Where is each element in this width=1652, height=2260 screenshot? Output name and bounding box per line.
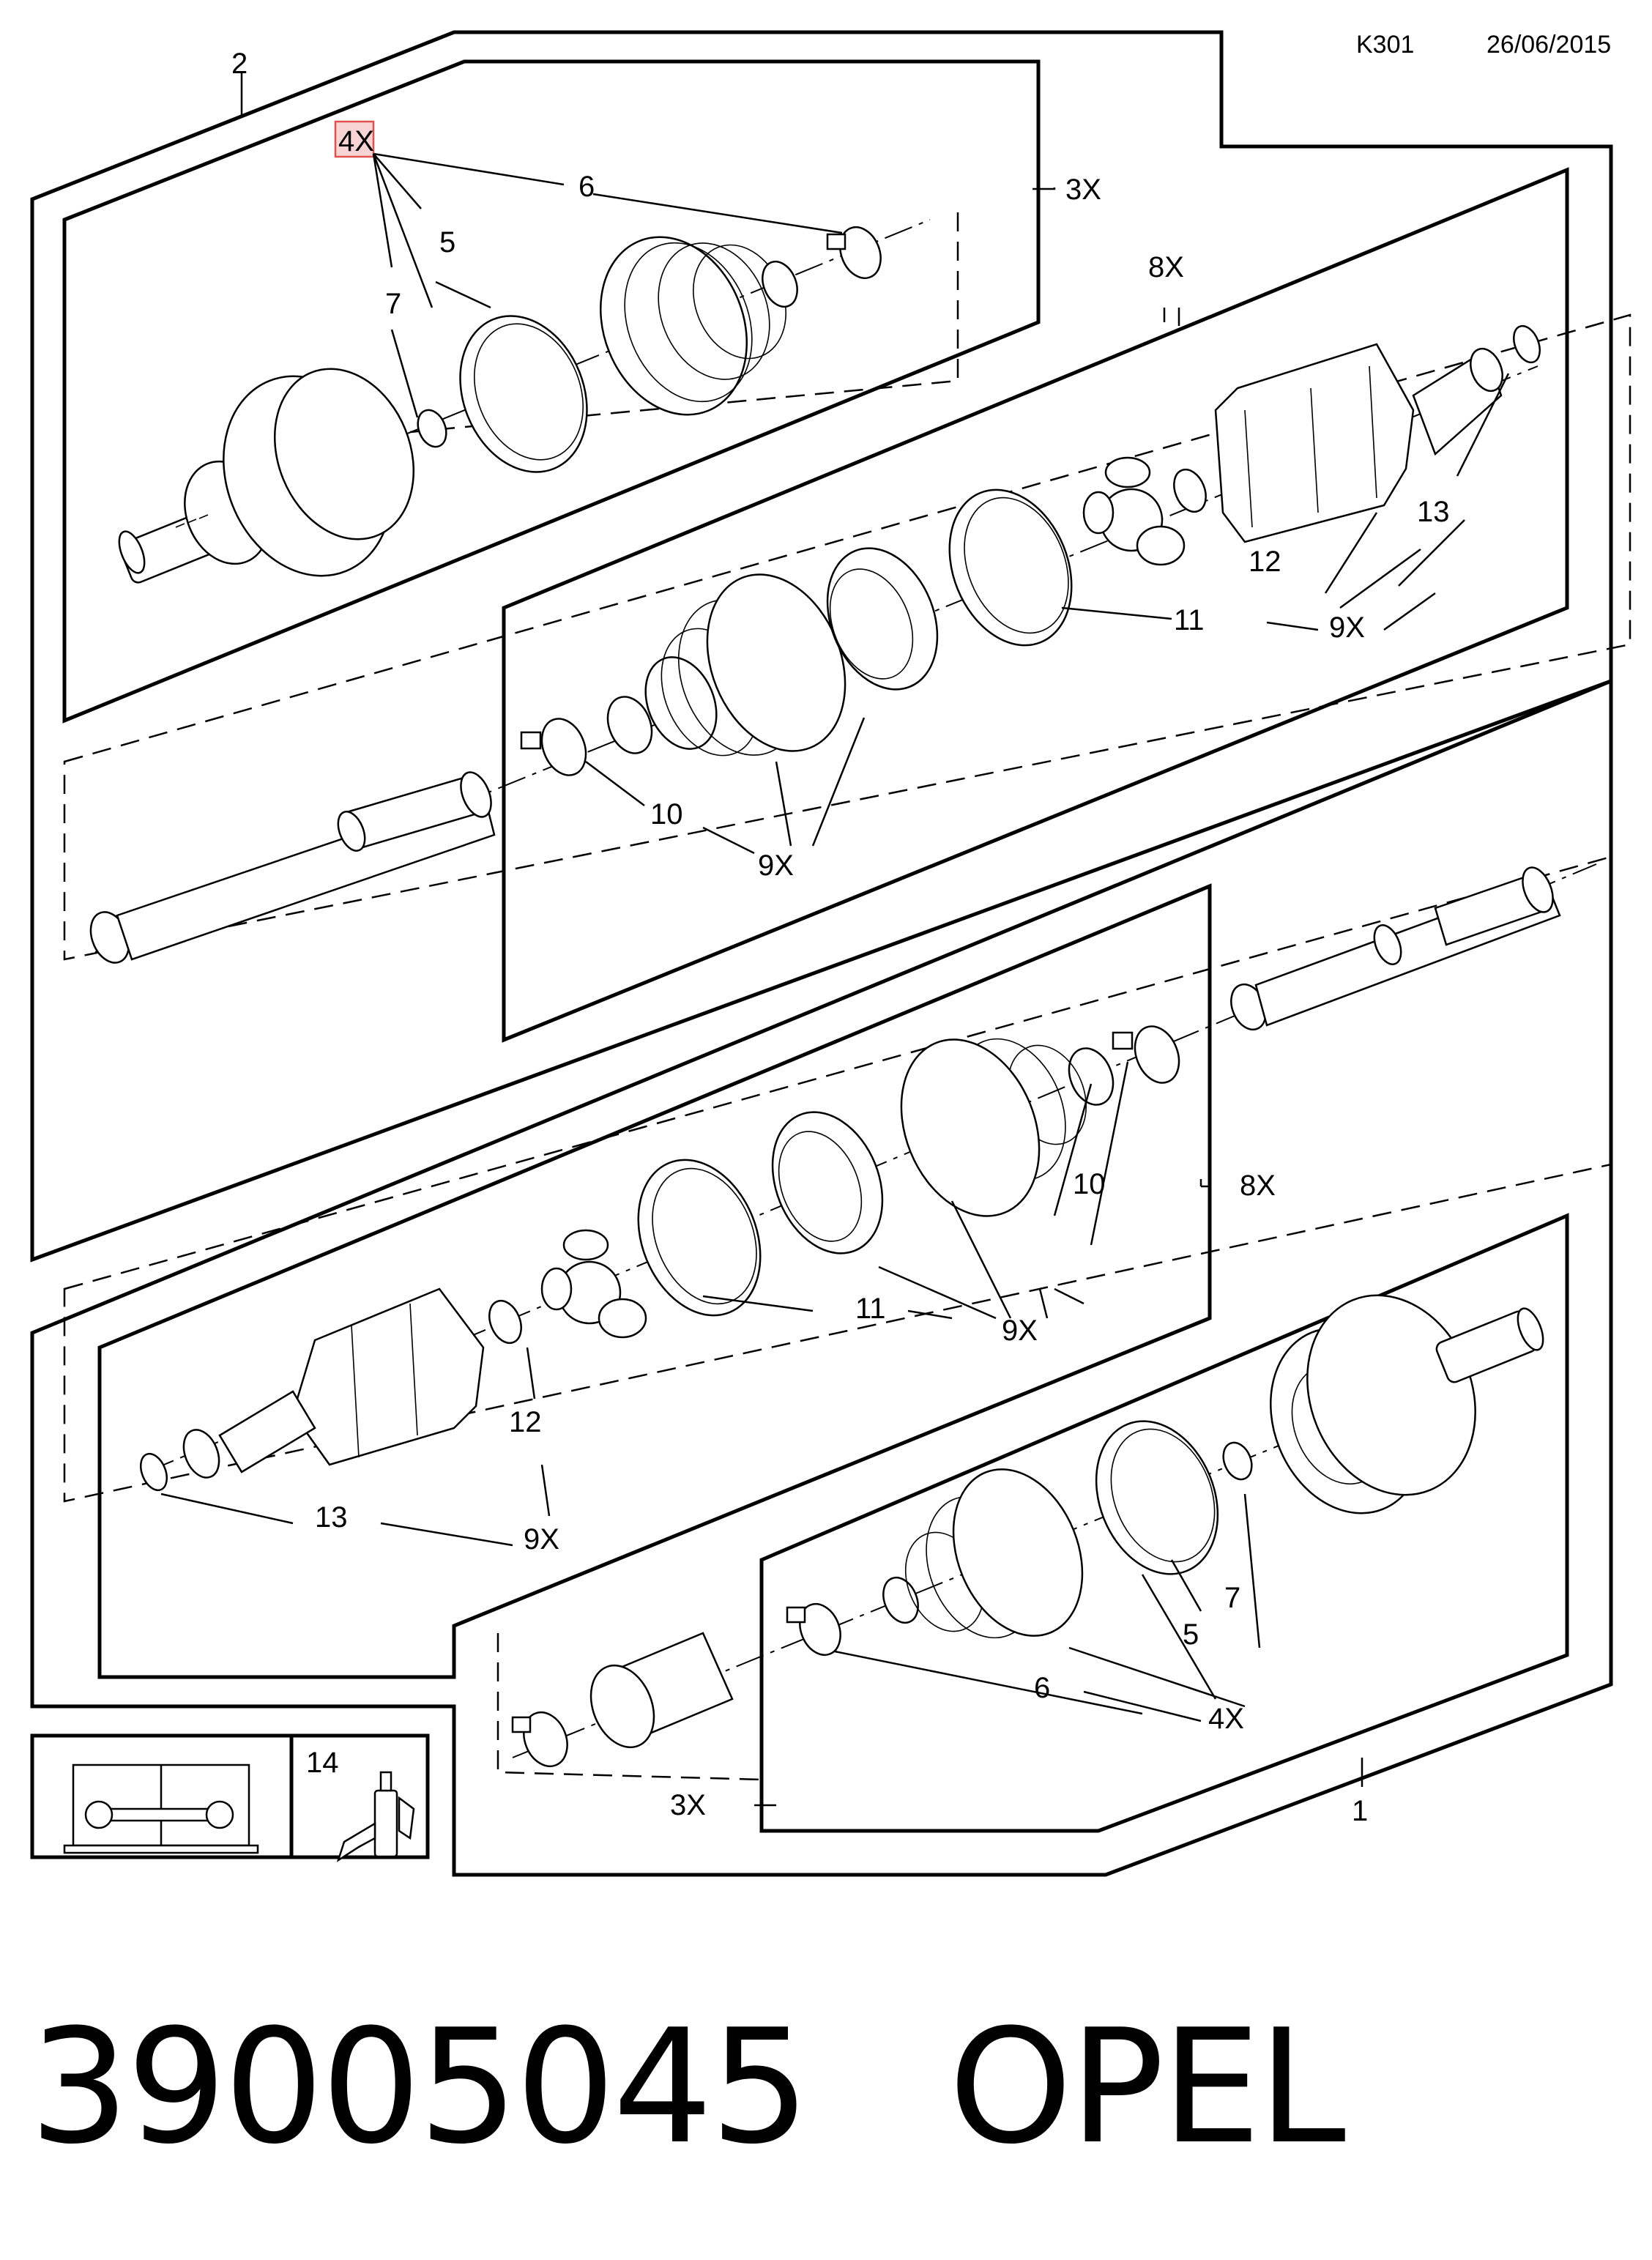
lower-outer-joint-box <box>759 1213 1569 1833</box>
upper-inner-joint-box <box>502 167 1569 1043</box>
boot-clamp-5-lower <box>1095 1420 1219 1575</box>
small-clamp-6-lower <box>511 1711 568 1768</box>
boot-retainer-lower <box>771 1111 884 1254</box>
joint-boot-upper-outer <box>599 236 798 416</box>
kit-2-frame <box>30 30 1613 1263</box>
legend-box <box>30 1733 430 1859</box>
lower-shaft-dash-outline <box>63 855 1612 1503</box>
label-12-lower: 12 <box>509 1406 542 1438</box>
circlip-7-upper <box>417 409 447 448</box>
circlip-7-lower <box>1222 1441 1253 1481</box>
circlip-13-upper <box>1513 324 1541 364</box>
label-7-upper: 7 <box>385 288 401 320</box>
label-13-upper: 13 <box>1417 496 1450 528</box>
boot-retainer-upper <box>826 547 939 691</box>
label-kit-1: 1 <box>1352 1795 1368 1827</box>
tripod-housing-upper <box>1214 343 1503 543</box>
small-clamp-10-lower <box>1112 1025 1180 1084</box>
highlight-4x-upper <box>334 120 375 158</box>
label-11-lower: 11 <box>855 1293 886 1325</box>
footer-brand: OPEL <box>948 1995 1346 2179</box>
label-9x-lower-right: 9X <box>1002 1315 1038 1347</box>
kit-1-frame <box>30 678 1613 1877</box>
upper-boot-dash-outline <box>409 212 959 434</box>
boot-clamp-11-upper <box>948 488 1073 647</box>
outer-cv-joint-upper <box>118 368 415 584</box>
label-6-upper: 6 <box>578 171 595 203</box>
label-5-lower: 5 <box>1183 1618 1199 1651</box>
boot-clamp-11-lower <box>637 1159 762 1317</box>
axle-shaft-upper <box>89 771 496 964</box>
circlip-12-lower <box>488 1299 522 1345</box>
label-8x-upper: 8X <box>1148 251 1184 283</box>
label-9x-upper-left: 9X <box>758 850 794 882</box>
tripod-spider-lower <box>540 1229 647 1339</box>
leaders <box>160 73 1510 1807</box>
upper-shaft-dash-outline <box>63 313 1631 961</box>
diagram-date: 26/06/2015 <box>1487 31 1611 59</box>
outer-cv-joint-lower <box>1270 1294 1544 1514</box>
label-7-lower: 7 <box>1224 1582 1240 1614</box>
diagram-code: K301 <box>1356 31 1414 59</box>
small-clamp-10-upper <box>520 718 587 776</box>
label-3x-upper: 3X <box>1065 174 1101 206</box>
label-11-upper: 11 <box>1174 604 1205 636</box>
joint-boot-lower-outer <box>882 1468 1084 1639</box>
footer-part-number: 39005045 <box>29 1995 810 2179</box>
upper-outer-joint-box <box>62 59 1041 724</box>
boot-protector-lower <box>589 1632 734 1749</box>
label-9x-upper-right: 9X <box>1329 612 1365 644</box>
axle-shaft-lower <box>1230 866 1561 1031</box>
small-clamp-6-upper <box>826 226 882 280</box>
joint-boot-upper-inner <box>606 573 847 757</box>
grease-tube-icon <box>336 1771 415 1862</box>
lower-boot-dash-outline <box>496 1633 762 1781</box>
footer-caption: 39005045 OPEL <box>29 1977 1626 2197</box>
label-8x-lower: 8X <box>1240 1170 1276 1202</box>
label-3x-lower: 3X <box>670 1789 706 1821</box>
label-10-upper: 10 <box>650 798 683 830</box>
label-9x-lower-left: 9X <box>524 1523 559 1555</box>
circlip-12-upper <box>1173 468 1207 513</box>
tripod-spider-upper <box>1082 456 1186 566</box>
small-clamp-6-lower-b <box>786 1602 841 1657</box>
exploded-parts-diagram: K301 26/06/2015 <box>30 30 1631 1877</box>
label-5-upper: 5 <box>439 226 455 259</box>
label-13-lower: 13 <box>315 1501 348 1534</box>
service-manual-icon <box>63 1763 259 1854</box>
label-kit-2: 2 <box>231 48 248 80</box>
circlip-13-lower <box>140 1452 168 1492</box>
lower-inner-joint-box <box>97 883 1212 1679</box>
boot-clamp-5-upper <box>459 315 588 473</box>
label-14: 14 <box>306 1747 339 1779</box>
tripod-housing-lower <box>182 1287 485 1479</box>
label-6-lower: 6 <box>1034 1672 1050 1704</box>
label-4x-lower: 4X <box>1208 1703 1244 1735</box>
label-10-lower: 10 <box>1073 1168 1106 1200</box>
joint-boot-lower-inner <box>900 1038 1115 1217</box>
label-4x-upper: 4X <box>338 125 374 157</box>
label-12-upper: 12 <box>1249 546 1281 578</box>
